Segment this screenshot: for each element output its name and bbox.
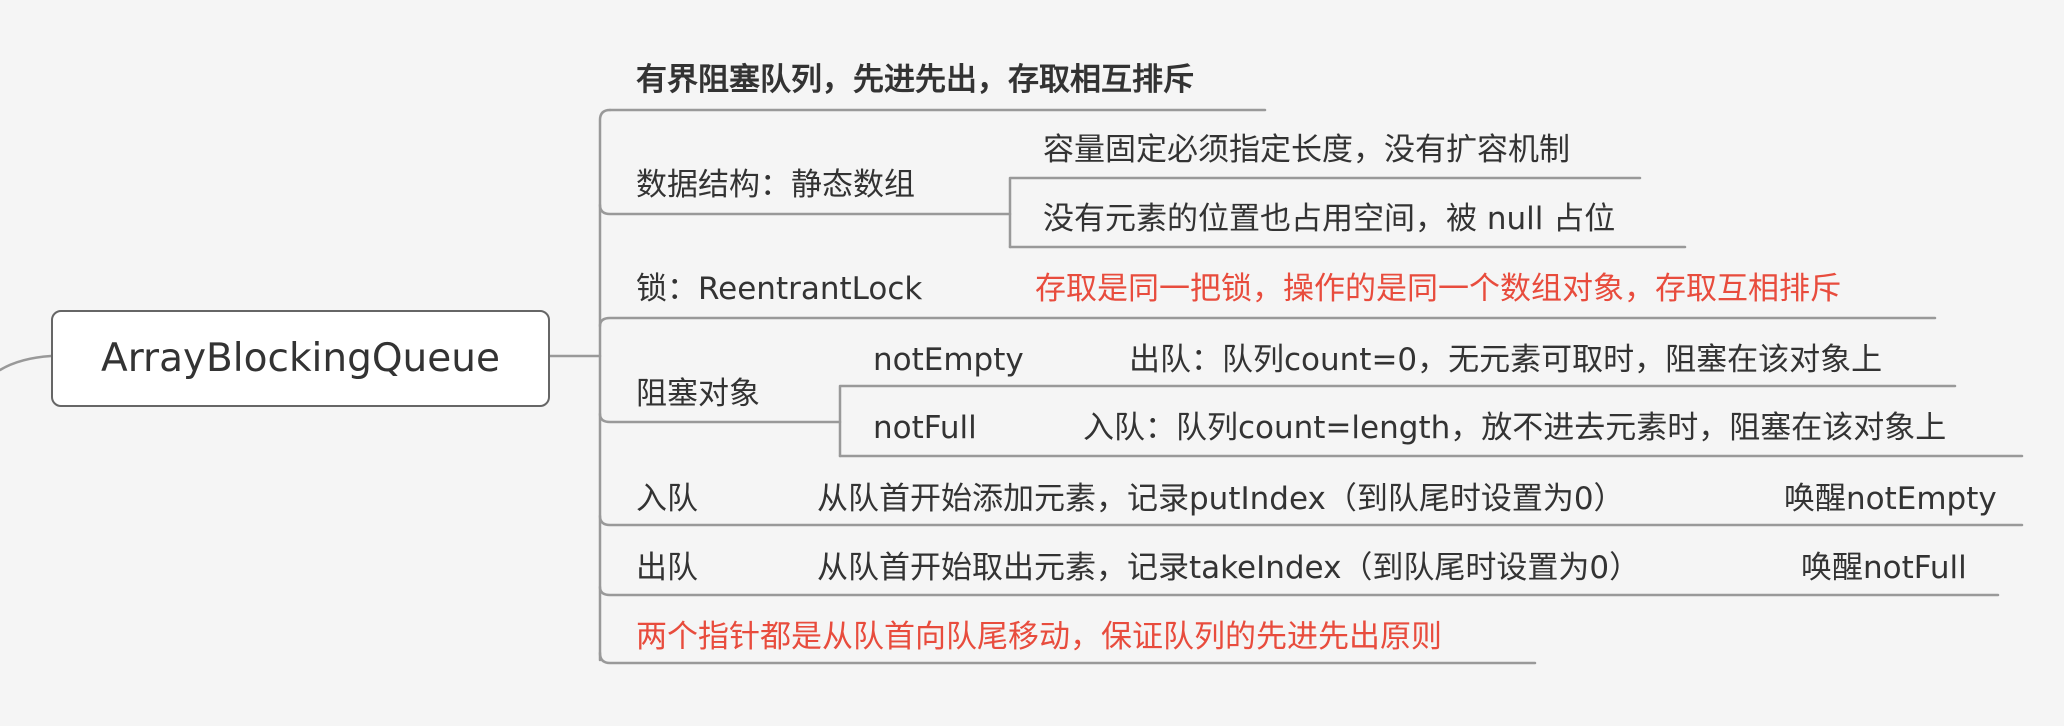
main-spine xyxy=(598,108,612,662)
dequeue-wake-label: 唤醒notFull xyxy=(1801,550,1967,586)
root-label: ArrayBlockingQueue xyxy=(101,336,500,381)
dequeue-wake-node[interactable]: 唤醒notFull xyxy=(1801,548,1967,588)
blocking-objects-node[interactable]: 阻塞对象 xyxy=(636,374,760,414)
pointer-note-underline xyxy=(598,651,1537,665)
lock-underline xyxy=(598,316,1937,328)
notempty-desc-node[interactable]: 出队：队列count=0，无元素可取时，阻塞在该对象上 xyxy=(1129,340,1882,380)
dequeue-desc-node[interactable]: 从队首开始取出元素，记录takeIndex（到队尾时设置为0） xyxy=(817,548,1640,588)
enqueue-underline xyxy=(598,514,2024,527)
data-structure-node[interactable]: 数据结构：静态数组 xyxy=(636,165,915,205)
notfull-label: notFull xyxy=(873,410,977,446)
lock-note-node[interactable]: 存取是同一把锁，操作的是同一个数组对象，存取互相排斥 xyxy=(1035,269,1841,309)
summary-node[interactable]: 有界阻塞队列，先进先出，存取相互排斥 xyxy=(636,60,1194,100)
blocking-underline xyxy=(598,412,842,424)
enqueue-desc-label: 从队首开始添加元素，记录putIndex（到队尾时设置为0） xyxy=(817,481,1625,517)
notfull-node[interactable]: notFull xyxy=(873,408,977,448)
pointer-note-node[interactable]: 两个指针都是从队首向队尾移动，保证队列的先进先出原则 xyxy=(636,617,1442,657)
notfull-desc-node[interactable]: 入队：队列count=length，放不进去元素时，阻塞在该对象上 xyxy=(1083,408,1946,448)
data-structure-underline xyxy=(598,203,1012,216)
lock-note-label: 存取是同一把锁，操作的是同一个数组对象，存取互相排斥 xyxy=(1035,271,1841,307)
blocking-fork xyxy=(838,384,1957,458)
enqueue-wake-node[interactable]: 唤醒notEmpty xyxy=(1784,479,1997,519)
dequeue-label: 出队 xyxy=(636,550,698,586)
lock-node[interactable]: 锁：ReentrantLock xyxy=(636,269,922,309)
lock-label: 锁：ReentrantLock xyxy=(636,271,923,307)
enqueue-label: 入队 xyxy=(636,481,698,517)
summary-label: 有界阻塞队列，先进先出，存取相互排斥 xyxy=(636,62,1194,98)
pointer-note-label: 两个指针都是从队首向队尾移动，保证队列的先进先出原则 xyxy=(636,619,1442,655)
dequeue-underline xyxy=(598,585,2000,597)
notempty-desc-label: 出队：队列count=0，无元素可取时，阻塞在该对象上 xyxy=(1129,342,1883,378)
fixed-capacity-label: 容量固定必须指定长度，没有扩容机制 xyxy=(1043,132,1570,168)
root-node[interactable]: ArrayBlockingQueue xyxy=(51,310,550,407)
dequeue-node[interactable]: 出队 xyxy=(636,548,698,588)
blocking-objects-label: 阻塞对象 xyxy=(636,376,760,412)
notempty-label: notEmpty xyxy=(873,342,1024,378)
null-placeholder-label: 没有元素的位置也占用空间，被 null 占位 xyxy=(1043,201,1616,237)
notfull-desc-label: 入队：队列count=length，放不进去元素时，阻塞在该对象上 xyxy=(1083,410,1947,446)
enqueue-desc-node[interactable]: 从队首开始添加元素，记录putIndex（到队尾时设置为0） xyxy=(817,479,1625,519)
dequeue-desc-label: 从队首开始取出元素，记录takeIndex（到队尾时设置为0） xyxy=(817,550,1641,586)
enqueue-node[interactable]: 入队 xyxy=(636,479,698,519)
null-placeholder-node[interactable]: 没有元素的位置也占用空间，被 null 占位 xyxy=(1043,199,1615,239)
data-structure-label: 数据结构：静态数组 xyxy=(636,167,915,203)
notempty-node[interactable]: notEmpty xyxy=(873,340,1024,380)
enqueue-wake-label: 唤醒notEmpty xyxy=(1784,481,1997,517)
data-structure-fork xyxy=(1008,176,1642,249)
fixed-capacity-node[interactable]: 容量固定必须指定长度，没有扩容机制 xyxy=(1043,130,1570,170)
parent-connector xyxy=(0,354,53,372)
